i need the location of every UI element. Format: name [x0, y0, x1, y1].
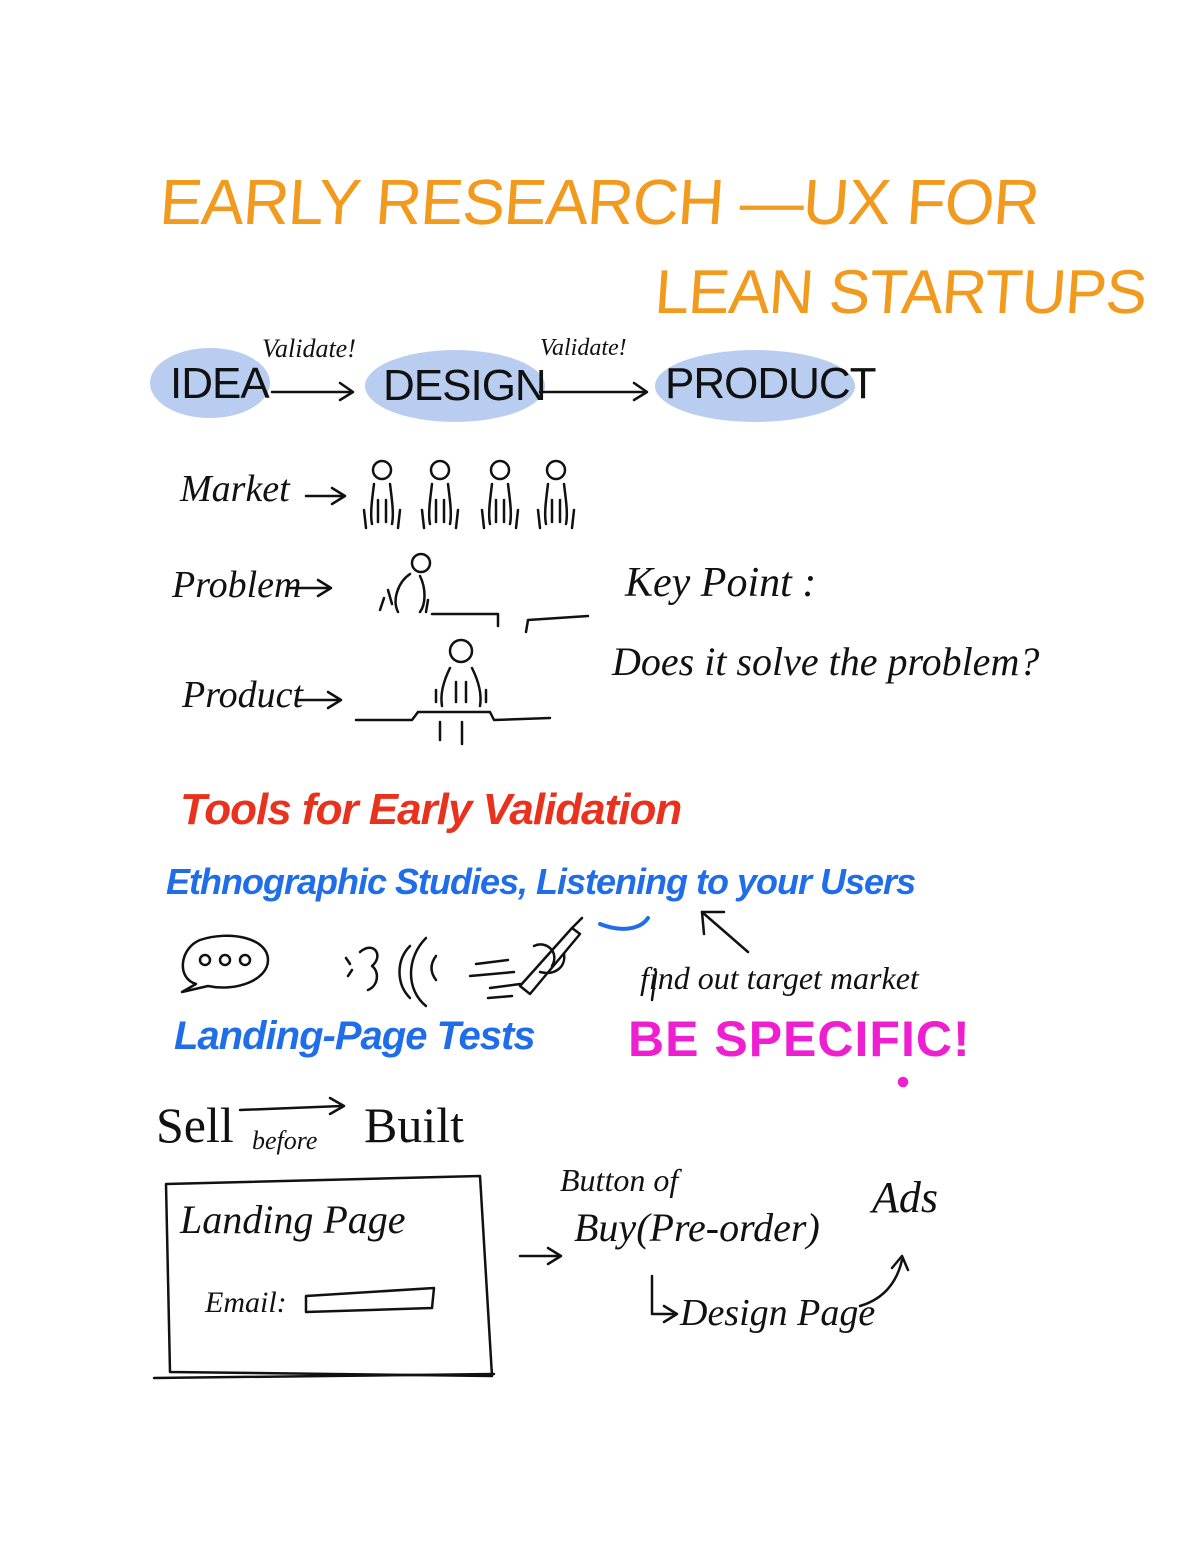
to-ads-arrow	[858, 1254, 910, 1308]
validate-label-2: Validate!	[540, 335, 627, 361]
problem-line	[430, 612, 590, 634]
stage-idea: IDEA	[170, 359, 270, 408]
product-arrow	[296, 690, 343, 710]
ads-note: Ads	[872, 1173, 938, 1222]
people-group-icon	[362, 459, 576, 530]
ear-listening-icon	[344, 936, 438, 1008]
standing-person-icon	[434, 638, 488, 708]
stage-product: PRODUCT	[665, 359, 877, 408]
annotation-line	[650, 970, 658, 1002]
landing-page-box	[152, 1174, 496, 1380]
row-label-market: Market	[180, 468, 290, 510]
pen-writing-icon	[468, 916, 584, 1000]
market-arrow	[304, 486, 347, 506]
listening-swoosh	[598, 916, 650, 931]
design-page-note: Design Page	[680, 1292, 876, 1334]
landing-page-box-title: Landing Page	[180, 1197, 406, 1242]
product-highlight	[655, 350, 855, 422]
annotation-arrow	[700, 910, 750, 954]
to-buy-arrow	[518, 1246, 563, 1266]
sell-label: Sell	[156, 1097, 234, 1153]
buy-preorder-note: Buy(Pre-order)	[574, 1205, 820, 1250]
key-point-label: Key Point :	[625, 560, 817, 606]
design-highlight	[365, 350, 545, 422]
thinking-person-icon	[378, 552, 432, 614]
email-label: Email:	[205, 1286, 287, 1319]
speech-bubble-icon	[180, 934, 270, 994]
be-specific-callout: BE SPECIFIC!	[628, 1011, 971, 1067]
before-label: before	[252, 1126, 318, 1155]
landing-page-tests-heading: Landing-Page Tests	[174, 1014, 536, 1058]
flow-arrow-1	[270, 381, 355, 402]
ethnographic-heading: Ethnographic Studies, Listening to your …	[166, 861, 916, 902]
stage-design: DESIGN	[383, 361, 547, 410]
flow-arrow-2	[538, 381, 649, 402]
bridge-line	[354, 710, 552, 722]
idea-highlight	[150, 348, 270, 418]
button-of-note: Button of	[560, 1162, 679, 1198]
built-label: Built	[364, 1097, 465, 1153]
key-point-question: Does it solve the problem?	[612, 639, 1040, 684]
tools-heading: Tools for Early Validation	[180, 785, 682, 834]
row-label-problem: Problem	[172, 564, 302, 606]
find-target-market-note: find out target market	[640, 960, 919, 996]
problem-arrow	[288, 578, 333, 598]
row-label-product: Product	[182, 674, 304, 716]
to-design-page-arrow	[650, 1274, 679, 1324]
sell-before-arrow	[238, 1096, 346, 1116]
validate-label-1: Validate!	[262, 334, 356, 363]
